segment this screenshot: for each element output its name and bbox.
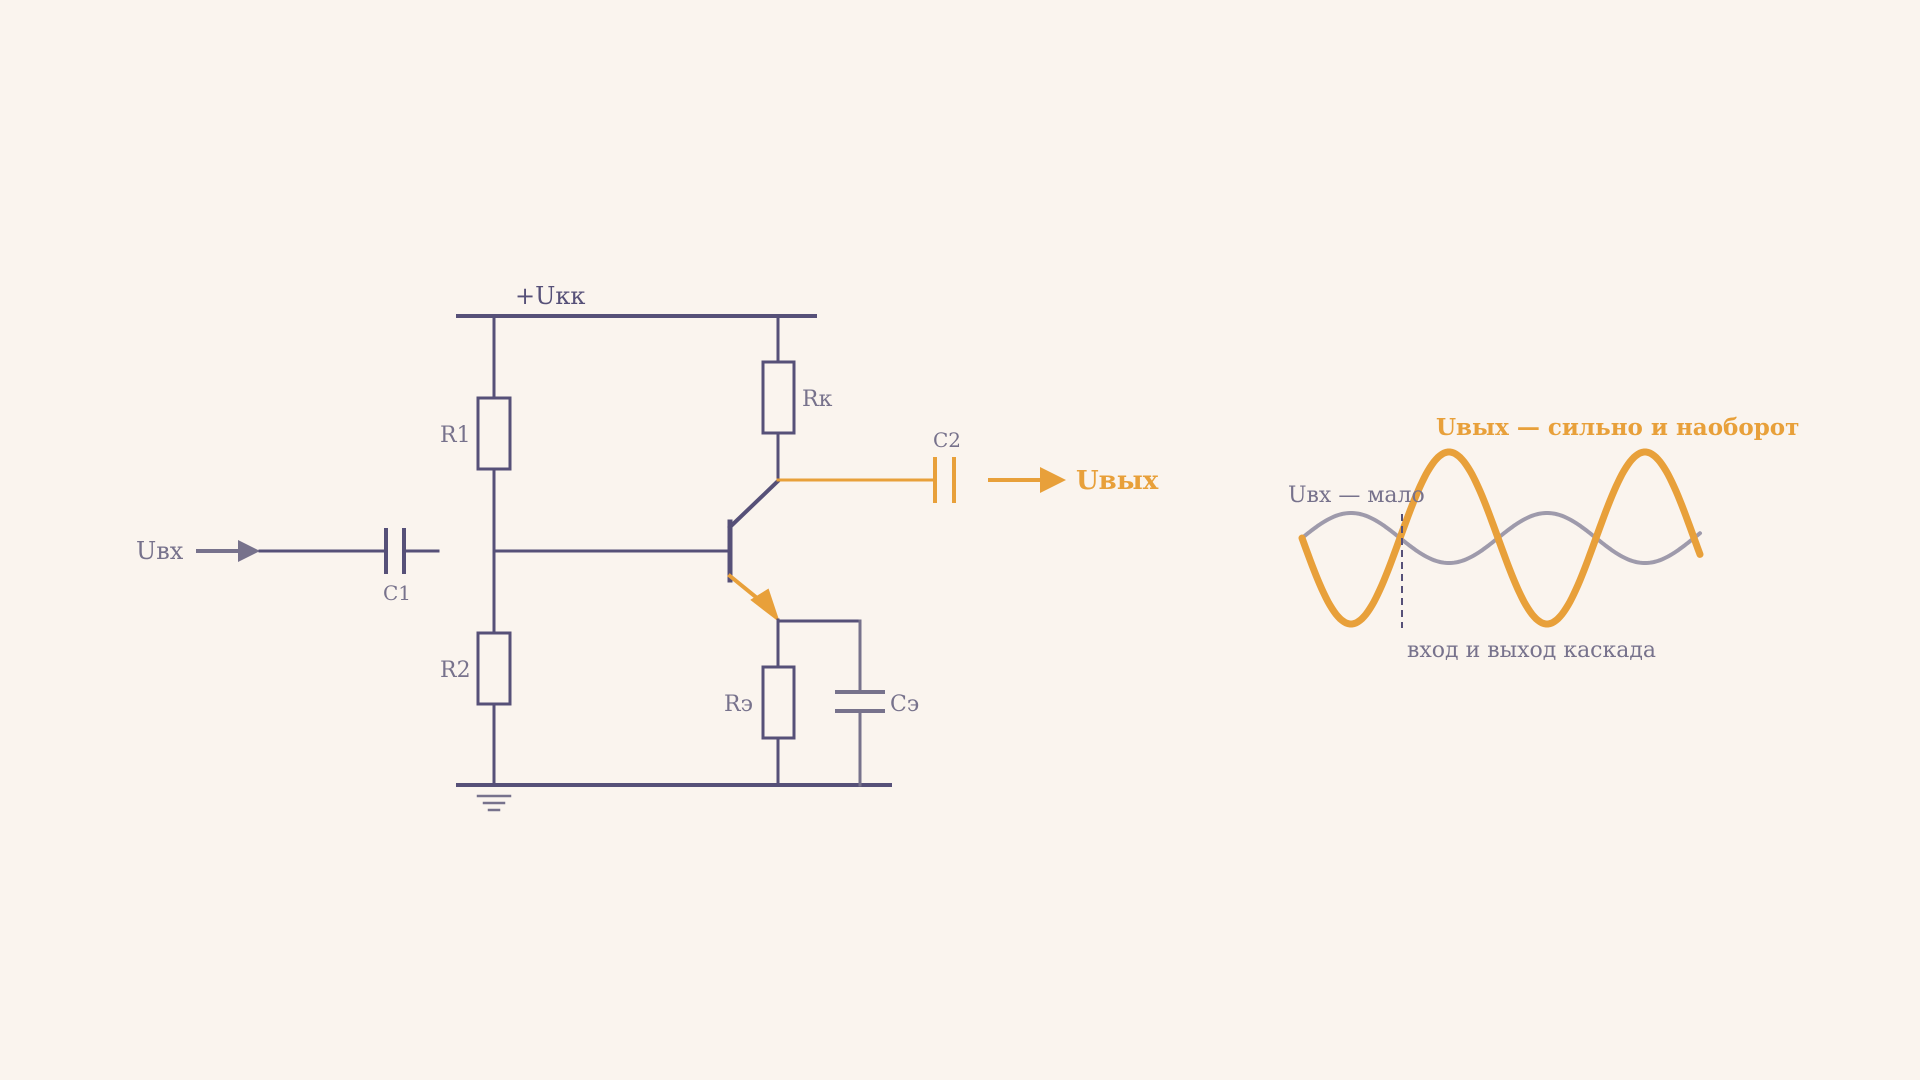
supply-label: +Uкк	[515, 282, 585, 310]
transistor-collector-leg	[727, 478, 781, 530]
ce-label: Cэ	[890, 692, 919, 717]
resistor-r2	[476, 631, 512, 706]
output-wave-caption: Uвых — сильно и наоборот	[1436, 414, 1799, 441]
r1-label: R1	[440, 423, 471, 448]
ground-symbol	[476, 794, 512, 812]
amplifier-circuit	[196, 314, 1066, 812]
output-waveform	[1298, 448, 1704, 628]
input-wave-caption: Uвх — мало	[1288, 483, 1425, 508]
transistor-emitter-arrow	[750, 588, 780, 623]
c1-label: C1	[383, 581, 411, 605]
input-arrow-head	[238, 540, 260, 562]
circuit-labels: +Uкк R1 R2 Rк Rэ C1 C2 Cэ Uвх Uвых	[136, 282, 1159, 717]
resistor-r1	[476, 396, 512, 471]
output-arrow-head	[1040, 467, 1066, 493]
input-waveform	[1300, 511, 1702, 565]
input-label: Uвх	[136, 537, 184, 565]
resistor-re	[761, 665, 796, 740]
re-label: Rэ	[724, 692, 753, 717]
resistor-rk	[761, 360, 796, 435]
rk-label: Rк	[802, 387, 833, 412]
c2-label: C2	[933, 428, 961, 452]
waveform-panel: Uвых — сильно и наоборот Uвх — мало вход…	[1288, 414, 1799, 663]
waveform-bottom-caption: вход и выход каскада	[1407, 638, 1656, 663]
output-label: Uвых	[1076, 466, 1159, 496]
r2-label: R2	[440, 658, 471, 683]
